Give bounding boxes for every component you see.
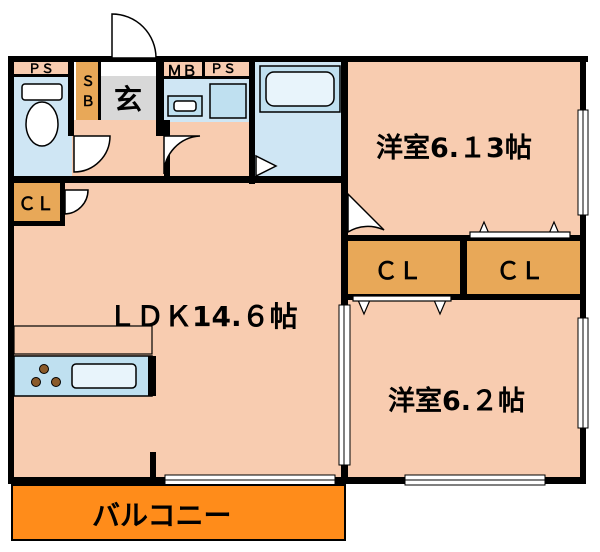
ps-right-floor xyxy=(204,60,252,78)
western-room-2-floor xyxy=(345,298,583,480)
wall-entry-right xyxy=(156,56,164,136)
closet-right-label: ＣＬ xyxy=(496,257,544,285)
closet-small-floor xyxy=(12,182,62,224)
kitchen-sink-icon xyxy=(71,363,137,389)
ps-left-floor xyxy=(12,60,72,76)
toilet-icon xyxy=(21,83,63,147)
shoe-box-label-b: Ｂ xyxy=(81,94,95,110)
western-room-1-floor xyxy=(345,60,583,240)
wall-top xyxy=(8,56,588,62)
balcony-label: バルコニー xyxy=(92,499,231,532)
entrance-floor xyxy=(100,76,158,120)
wall-sb-right xyxy=(98,62,101,120)
closet-door-markers xyxy=(352,220,571,316)
closet-middle-floor xyxy=(345,240,463,298)
entrance-label: 玄 xyxy=(114,83,142,116)
closet-right-floor xyxy=(463,240,583,298)
western-room-1-label: 洋室6.１3帖 xyxy=(376,132,532,164)
wall-ldk-top xyxy=(8,176,348,183)
mb-floor xyxy=(164,60,204,78)
closet-middle-label: ＣＬ xyxy=(374,257,422,285)
door-toilet xyxy=(73,135,111,173)
wall-right xyxy=(580,56,586,484)
door-small-cl xyxy=(64,189,89,215)
door-washroom xyxy=(163,135,201,175)
wall-left xyxy=(8,56,14,482)
balcony-floor xyxy=(12,485,345,540)
bathtub-icon xyxy=(259,65,341,113)
closet-small-label: ＣＬ xyxy=(18,194,54,215)
door-bath xyxy=(255,154,278,178)
western-room-2-label: 洋室6.２帖 xyxy=(388,385,525,417)
ps-right-label: ＰＳ xyxy=(210,62,236,77)
balcony-outline xyxy=(11,484,346,541)
wall-ps-left-bottom xyxy=(8,74,74,77)
ps-left-label: ＰＳ xyxy=(28,62,54,77)
wall-toilet-right xyxy=(68,56,74,136)
sink-icon xyxy=(167,95,203,117)
stove-icon xyxy=(31,364,61,387)
wall-small-cl-right xyxy=(60,182,65,226)
mb-label: ＭＢ xyxy=(167,62,197,80)
wall-closet-divider xyxy=(460,235,467,300)
wall-ldk-stub xyxy=(150,452,156,482)
door-western1 xyxy=(347,192,385,234)
room-fills xyxy=(12,60,583,540)
ldk-label: ＬＤＫ14.６帖 xyxy=(108,300,298,333)
room-labels: ＬＤＫ14.６帖 洋室6.１3帖 洋室6.２帖 バルコニー 玄 ＣＬ ＣＬ ＣＬ… xyxy=(18,62,544,532)
wall-ldk-right xyxy=(341,56,348,484)
wall-mb-ps-divider xyxy=(202,56,205,78)
wall-mb-bottom xyxy=(164,76,252,79)
washer-pan-icon xyxy=(209,83,247,119)
wall-small-cl-bottom xyxy=(8,221,65,226)
shoe-box-label-s: Ｓ xyxy=(81,74,95,90)
shoe-box-floor xyxy=(76,62,100,120)
door-swing-icon xyxy=(64,13,385,234)
window-icon xyxy=(164,109,589,486)
door-entrance xyxy=(111,13,157,59)
wall-bath-left xyxy=(249,56,255,184)
kitchen-counter xyxy=(13,325,156,397)
